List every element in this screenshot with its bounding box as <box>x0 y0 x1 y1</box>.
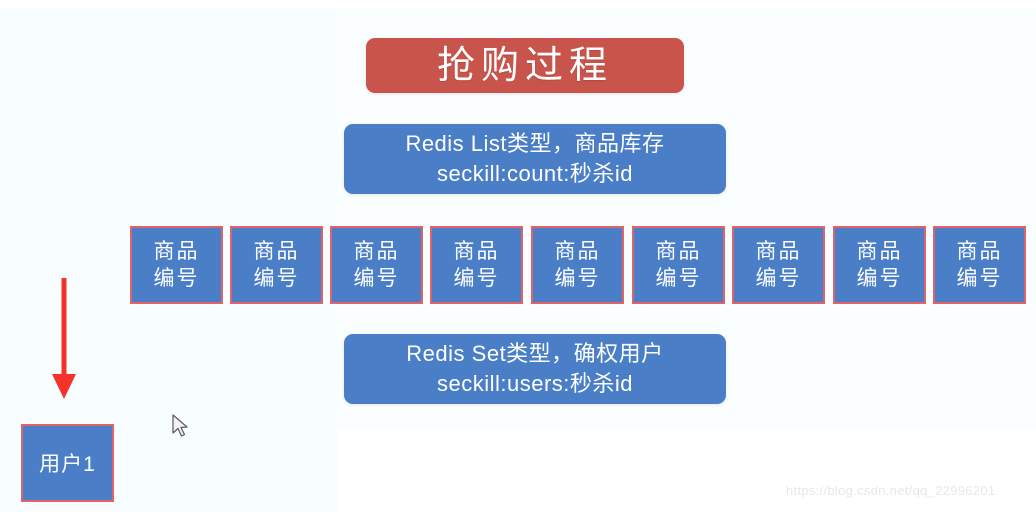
product-id-box[interactable]: 商品 编号 <box>632 226 725 304</box>
product-id-line1: 商品 <box>153 240 200 263</box>
product-id-box[interactable]: 商品 编号 <box>732 226 825 304</box>
slide-background-bottom-right <box>337 430 1036 512</box>
product-id-line2: 编号 <box>956 267 1003 290</box>
product-id-line2: 编号 <box>353 267 400 290</box>
product-id-line2: 编号 <box>153 267 200 290</box>
product-id-line2: 编号 <box>453 267 500 290</box>
product-id-line2: 编号 <box>755 267 802 290</box>
product-id-line1: 商品 <box>453 240 500 263</box>
mouse-pointer-icon <box>172 414 188 437</box>
title-banner: 抢购过程 <box>366 38 684 93</box>
callout-stock-line2: seckill:count:秒杀id <box>436 161 634 186</box>
callout-redis-set-users: Redis Set类型，确权用户 seckill:users:秒杀id <box>344 334 726 404</box>
product-id-box[interactable]: 商品 编号 <box>833 226 926 304</box>
page-title: 抢购过程 <box>436 44 613 87</box>
callout-users-line1: Redis Set类型，确权用户 <box>406 341 664 366</box>
product-id-box[interactable]: 商品 编号 <box>430 226 523 304</box>
product-id-box[interactable]: 商品 编号 <box>933 226 1026 304</box>
product-id-line2: 编号 <box>253 267 300 290</box>
product-id-line1: 商品 <box>655 240 702 263</box>
product-id-line1: 商品 <box>755 240 802 263</box>
product-id-line1: 商品 <box>856 240 903 263</box>
product-id-line2: 编号 <box>856 267 903 290</box>
down-arrow-icon <box>52 278 76 399</box>
product-id-box[interactable]: 商品 编号 <box>130 226 223 304</box>
product-id-line1: 商品 <box>956 240 1003 263</box>
product-id-line2: 编号 <box>554 267 601 290</box>
product-id-box[interactable]: 商品 编号 <box>230 226 323 304</box>
watermark: https://blog.csdn.net/qq_22996201 <box>786 483 996 498</box>
user-box-label: 用户1 <box>39 453 96 476</box>
user-box[interactable]: 用户1 <box>21 424 114 502</box>
callout-stock-line1: Redis List类型，商品库存 <box>405 131 665 156</box>
callout-users-line2: seckill:users:秒杀id <box>436 371 634 396</box>
product-id-line2: 编号 <box>655 267 702 290</box>
product-id-line1: 商品 <box>353 240 400 263</box>
product-id-box[interactable]: 商品 编号 <box>330 226 423 304</box>
product-id-box[interactable]: 商品 编号 <box>531 226 624 304</box>
product-id-line1: 商品 <box>253 240 300 263</box>
product-id-line1: 商品 <box>554 240 601 263</box>
product-id-box-row: 商品 编号 商品 编号 商品 编号 商品 编号 商品 编号 商品 编号 商品 编… <box>130 226 1036 304</box>
callout-redis-list-stock: Redis List类型，商品库存 seckill:count:秒杀id <box>344 124 726 194</box>
